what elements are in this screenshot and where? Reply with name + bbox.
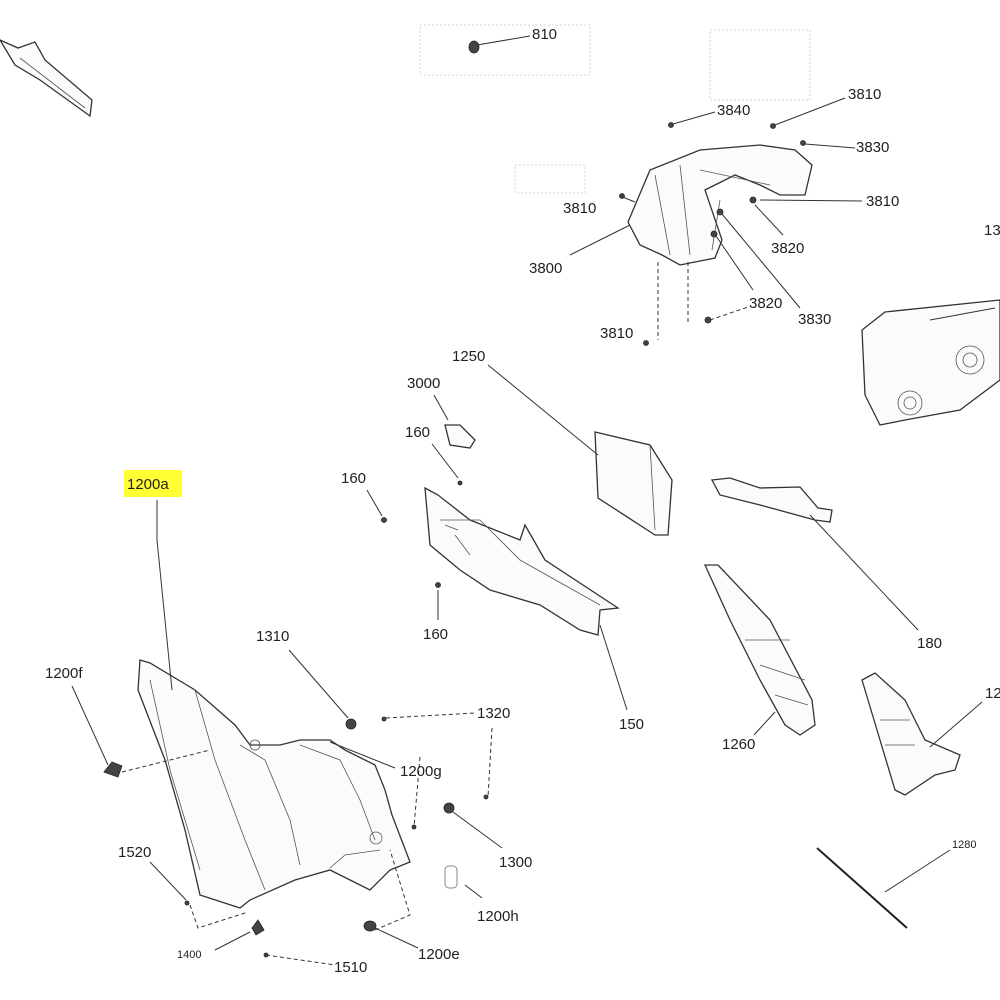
part-150-console[interactable]: [424, 486, 620, 636]
part-810-clip[interactable]: [468, 40, 480, 54]
label-160[interactable]: 160: [405, 424, 430, 441]
highlight-1200a: [124, 470, 182, 497]
label-3800[interactable]: 3800: [529, 260, 562, 277]
label-3810[interactable]: 3810: [848, 86, 881, 103]
label-3810[interactable]: 3810: [600, 325, 633, 342]
label-3830[interactable]: 3830: [798, 311, 831, 328]
label-160[interactable]: 160: [341, 470, 366, 487]
label-1320[interactable]: 1320: [477, 705, 510, 722]
part-headlight-assembly[interactable]: [861, 299, 1000, 426]
label-1520[interactable]: 1520: [118, 844, 151, 861]
part-1200h-grommet[interactable]: [444, 865, 458, 889]
part-3000[interactable]: [444, 424, 476, 449]
label-180[interactable]: 180: [917, 635, 942, 652]
part-bracket-topleft[interactable]: [0, 39, 93, 118]
label-1300[interactable]: 1300: [499, 854, 532, 871]
label-3830[interactable]: 3830: [856, 139, 889, 156]
label-1200e[interactable]: 1200e: [418, 946, 460, 963]
label-810[interactable]: 810: [532, 26, 557, 43]
label-150[interactable]: 150: [619, 716, 644, 733]
label-3820[interactable]: 3820: [771, 240, 804, 257]
label-1200a[interactable]: 1200a: [127, 476, 169, 493]
part-1200e-clip[interactable]: [363, 920, 377, 932]
part-3800-bracket[interactable]: [627, 144, 813, 340]
label-1280[interactable]: 1280: [952, 839, 976, 851]
label-3000[interactable]: 3000: [407, 375, 440, 392]
label-3840[interactable]: 3840: [717, 102, 750, 119]
part-1300-nut[interactable]: [443, 802, 455, 814]
part-180-trim[interactable]: [710, 477, 833, 523]
leader-lines: [71, 35, 996, 966]
faded-background-parts: [419, 24, 811, 194]
label-1510[interactable]: 1510: [334, 959, 367, 976]
label-1200h[interactable]: 1200h: [477, 908, 519, 925]
label-1200g[interactable]: 1200g: [400, 763, 442, 780]
label-160[interactable]: 160: [423, 626, 448, 643]
label-1250[interactable]: 1250: [452, 348, 485, 365]
label-3810[interactable]: 3810: [563, 200, 596, 217]
part-1310-nut[interactable]: [345, 718, 357, 730]
label-1260[interactable]: 1260: [722, 736, 755, 753]
label-3820[interactable]: 3820: [749, 295, 782, 312]
part-1200a-side-panel[interactable]: [137, 659, 411, 909]
part-1250-panel[interactable]: [594, 431, 673, 536]
label-1400[interactable]: 1400: [177, 949, 201, 961]
part-1260-panel[interactable]: [703, 564, 816, 736]
part-labels: 810 3840 3810 3830 3810 3810 3800 3820 3…: [45, 26, 1000, 976]
part-1200f-clip[interactable]: [103, 761, 123, 778]
label-12-partial[interactable]: 12: [985, 685, 1000, 702]
label-1310[interactable]: 1310: [256, 628, 289, 645]
label-1200f[interactable]: 1200f: [45, 665, 83, 682]
label-3810[interactable]: 3810: [866, 193, 899, 210]
part-12xx-right[interactable]: [861, 672, 961, 796]
part-1280-rod[interactable]: [816, 847, 908, 929]
hardware-fasteners: [103, 40, 806, 958]
label-13-partial[interactable]: 13: [984, 222, 1000, 239]
